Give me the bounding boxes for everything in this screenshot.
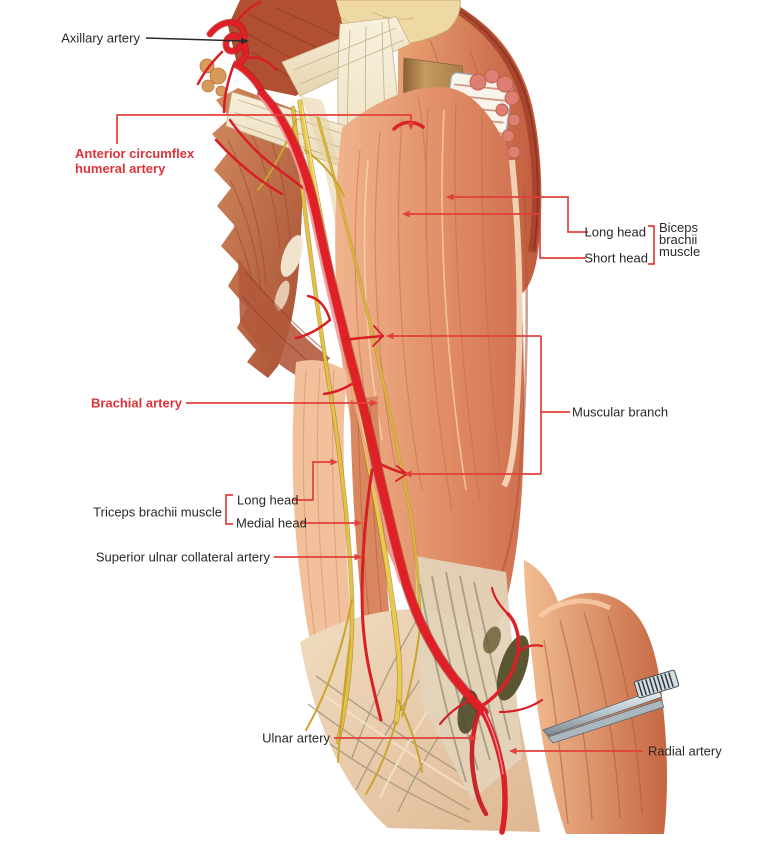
label-biceps-brachii-muscle: Biceps brachii muscle <box>659 220 701 259</box>
superior-ulnar-collateral-vessel <box>360 468 383 722</box>
leader-lines <box>116 37 655 755</box>
label-biceps-long-head: Long head <box>584 224 646 240</box>
leader-biceps-short-head <box>406 213 586 259</box>
bracket-biceps <box>648 225 655 265</box>
label-axillary-artery: Axillary artery <box>61 30 140 46</box>
label-line: brachii <box>659 232 698 247</box>
leader-anterior-circumflex <box>116 114 412 144</box>
tweezers <box>542 669 680 744</box>
radial-artery-vessel <box>479 707 508 835</box>
brachial-artery-vessel <box>258 90 488 716</box>
leader-triceps-long-head <box>292 461 334 501</box>
label-brachial-artery: Brachial artery <box>90 395 182 411</box>
leader-biceps-long-head <box>450 196 588 233</box>
leader-axillary-artery <box>145 37 244 42</box>
label-radial-artery: Radial artery <box>648 743 722 759</box>
anterior-circumflex-vessel <box>392 120 425 131</box>
label-triceps-brachii-muscle: Triceps brachii muscle <box>93 504 222 520</box>
label-biceps-short-head: Short head <box>584 250 648 266</box>
label-line: Biceps <box>659 220 699 235</box>
bracket-muscular-branch <box>390 335 570 475</box>
axillary-artery-vessel <box>207 19 266 97</box>
red-leader-lines <box>116 114 655 752</box>
label-line: Anterior circumflex <box>75 146 195 161</box>
arteries <box>196 0 544 835</box>
label-superior-ulnar-collateral-artery: Superior ulnar collateral artery <box>95 549 270 565</box>
label-triceps-long-head: Long head <box>237 492 299 508</box>
bracket-triceps <box>225 494 233 525</box>
label-muscular-branch: Muscular branch <box>572 404 669 420</box>
forearm-region <box>300 556 667 834</box>
label-anterior-circumflex-humeral-artery: Anterior circumflex humeral artery <box>75 146 194 176</box>
label-line: humeral artery <box>75 161 166 176</box>
leader-arrowheads <box>330 122 517 755</box>
label-line: muscle <box>659 244 701 259</box>
ulnar-artery-vessel <box>469 711 489 817</box>
label-ulnar-artery: Ulnar artery <box>262 730 330 746</box>
label-triceps-medial-head: Medial head <box>236 515 307 531</box>
